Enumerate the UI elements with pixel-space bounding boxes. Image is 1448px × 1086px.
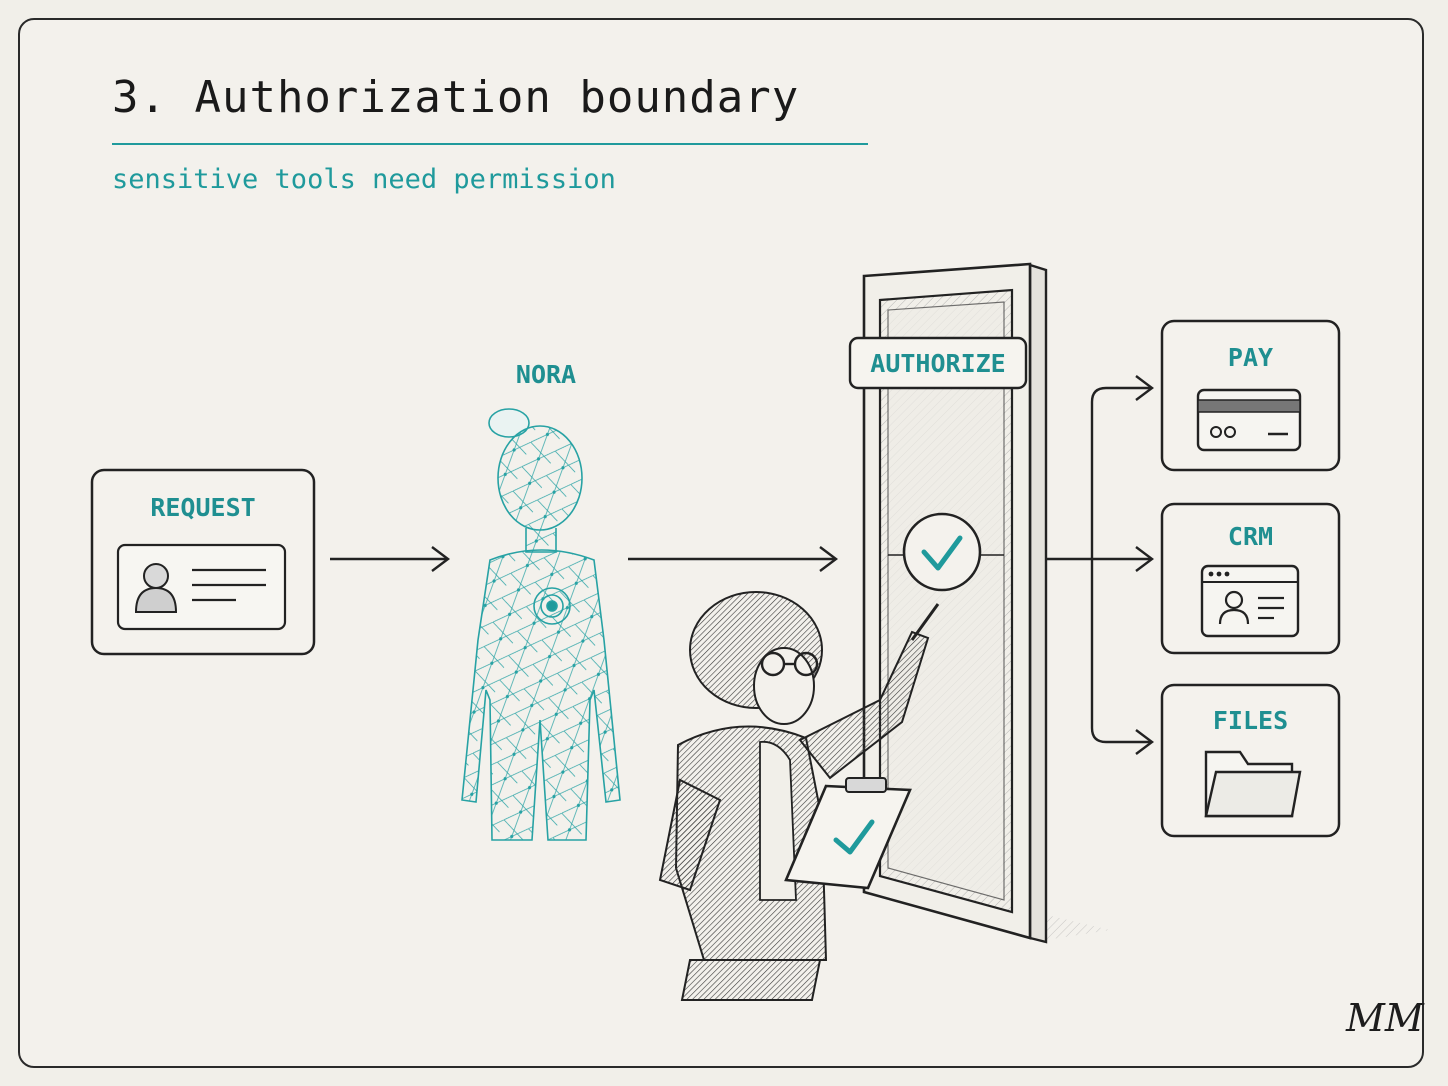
clipboard-icon [784, 777, 912, 890]
arrow-agent-to-gate [628, 546, 838, 572]
reviewer-figure [658, 591, 940, 1001]
folder-icon [1204, 750, 1302, 818]
agent-label: NORA [515, 360, 577, 389]
arrows-gate-to-tools [1046, 375, 1154, 755]
tool-card-files [1160, 683, 1341, 838]
tool-card-pay [1160, 319, 1341, 472]
checkmark-icon [902, 512, 982, 592]
title-underline [112, 143, 868, 145]
page-title: 3. Authorization boundary [112, 72, 800, 123]
tool-label-crm: CRM [1227, 522, 1274, 551]
authorization-gate [848, 262, 1110, 944]
tool-label-files: FILES [1212, 706, 1289, 735]
contact-window-icon [1200, 564, 1300, 638]
page-subtitle: sensitive tools need permission [112, 164, 616, 195]
gate-label: AUTHORIZE [870, 349, 1006, 378]
artist-signature: MM [1346, 996, 1424, 1040]
arrow-request-to-agent [330, 546, 450, 572]
id-badge-icon [134, 563, 266, 613]
credit-card-icon [1196, 388, 1302, 452]
tool-card-crm [1160, 502, 1341, 655]
tool-label-pay: PAY [1227, 343, 1274, 372]
request-card-label: REQUEST [150, 493, 256, 522]
request-card [90, 468, 316, 656]
agent-figure [461, 408, 621, 841]
